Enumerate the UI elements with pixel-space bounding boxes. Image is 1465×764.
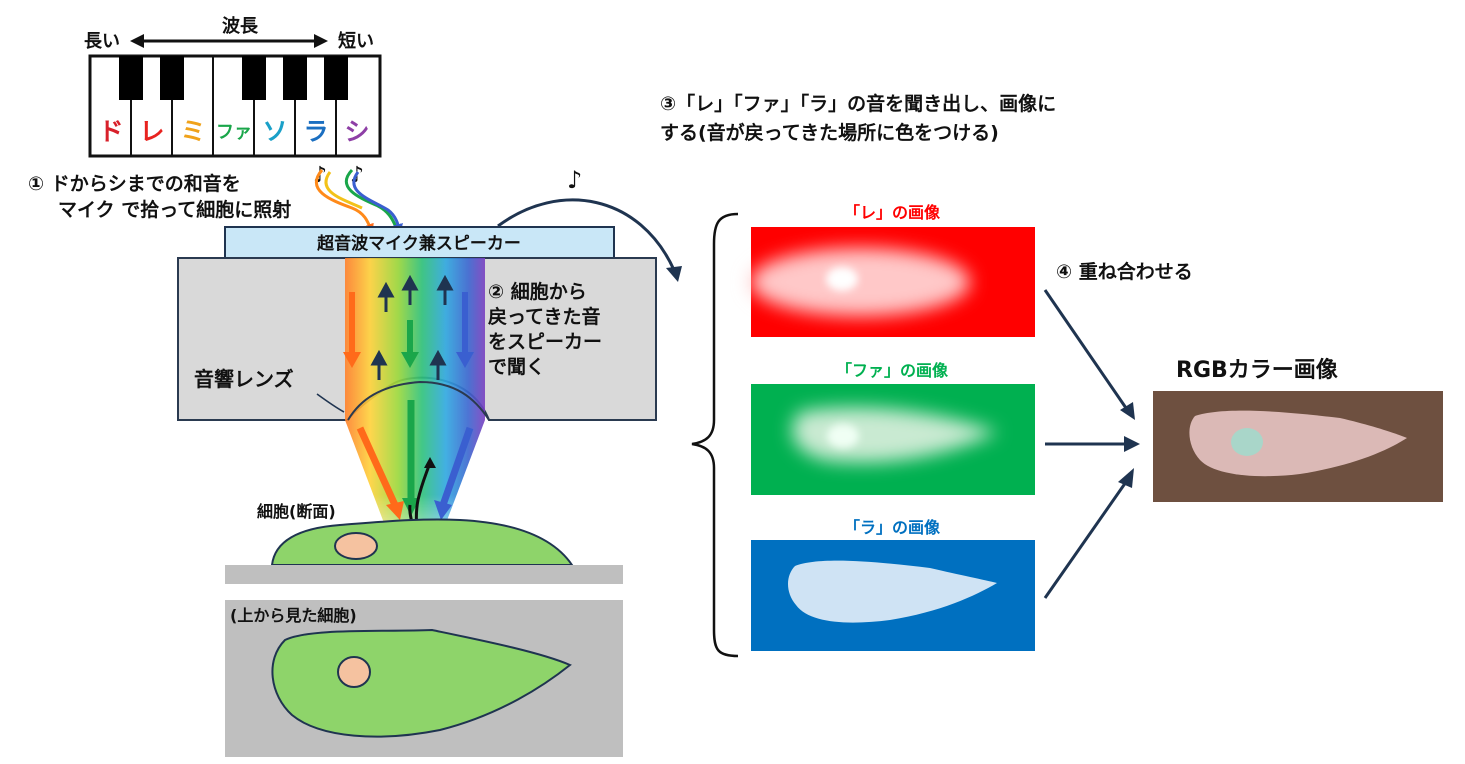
ra-image-cell bbox=[788, 560, 997, 623]
step3-line1: ③「レ」「ファ」「ラ」の音を聞き出し、画像に bbox=[660, 92, 1056, 115]
merge-arrow-from-re bbox=[1043, 289, 1128, 409]
merge-arrows: ④ 重ね合わせる bbox=[1043, 260, 1193, 599]
nucleus-top bbox=[337, 656, 371, 688]
fa-image-label: 「ファ」の画像 bbox=[836, 361, 949, 380]
step2-line1: ② 細胞から bbox=[488, 280, 587, 303]
key-label-ra: ラ bbox=[303, 117, 328, 146]
arrow-left-icon bbox=[130, 34, 144, 48]
rgb-image-cell bbox=[1189, 410, 1407, 477]
incoming-sound: ♪ ♪ bbox=[313, 163, 403, 234]
rgb-image-group: RGBカラー画像 bbox=[1153, 357, 1443, 502]
merge-arrow-head bbox=[1118, 468, 1134, 488]
step1-line1: ① ドからシまでの和音を bbox=[28, 172, 241, 195]
incoming-sound-arrow-orange bbox=[314, 169, 374, 234]
step4-label: ④ 重ね合わせる bbox=[1056, 260, 1193, 283]
cell-top-label: (上から見た細胞) bbox=[230, 606, 357, 625]
key-label-so: ソ bbox=[262, 117, 287, 146]
curly-brace bbox=[691, 212, 739, 658]
step3-text: ③「レ」「ファ」「ラ」の音を聞き出し、画像に する(音が戻ってきた場所に色をつけ… bbox=[660, 92, 1056, 144]
return-echo-arrow-head bbox=[424, 457, 436, 468]
step2-line3: をスピーカー bbox=[488, 331, 602, 353]
cell-section-label: 細胞(断面) bbox=[257, 502, 336, 521]
step1-text: ① ドからシまでの和音を マイク で拾って細胞に照射 bbox=[28, 172, 291, 221]
key-label-re: レ bbox=[139, 117, 164, 146]
down-arrow-head bbox=[343, 352, 361, 368]
down-arrow-head bbox=[456, 352, 474, 368]
step2-text: ② 細胞から 戻ってきた音 をスピーカー で聞く bbox=[488, 280, 602, 378]
converge-arrow-orange bbox=[356, 426, 399, 507]
re-image-nucleus bbox=[826, 267, 858, 291]
key-labels: ド レ ミ ファ ソ ラ シ bbox=[98, 117, 369, 146]
cell-top-view: (上から見た細胞) bbox=[225, 600, 623, 757]
key-label-fa: ファ bbox=[216, 122, 252, 143]
black-key bbox=[324, 56, 348, 100]
black-key bbox=[160, 56, 184, 100]
key-label-do: ド bbox=[98, 117, 123, 146]
re-image-cell-glow bbox=[750, 248, 970, 316]
merge-arrow-head bbox=[1124, 436, 1140, 452]
black-key bbox=[242, 56, 266, 100]
nucleus-section bbox=[334, 532, 378, 560]
key-label-mi: ミ bbox=[180, 117, 205, 146]
merge-arrow-from-ra bbox=[1043, 481, 1128, 599]
outgoing-sound-arrow-head bbox=[666, 266, 682, 282]
up-arrows bbox=[370, 274, 454, 380]
rgb-image-nucleus bbox=[1231, 428, 1263, 456]
cell-cross-section: 細胞(断面) bbox=[225, 502, 623, 584]
merge-arrow-head bbox=[1120, 402, 1135, 420]
black-keys bbox=[119, 56, 348, 100]
cell-top-shape bbox=[271, 628, 572, 738]
black-key bbox=[119, 56, 143, 100]
key-label-shi: シ bbox=[344, 117, 369, 146]
fa-image-nucleus bbox=[827, 424, 859, 448]
piano-keyboard: ド レ ミ ファ ソ ラ シ bbox=[88, 54, 382, 158]
transducer: 超音波マイク兼スピーカー bbox=[224, 226, 615, 259]
beam-arrows bbox=[343, 274, 474, 380]
fa-image-group: 「ファ」の画像 bbox=[751, 361, 1035, 495]
step2-line4: で聞く bbox=[488, 356, 545, 378]
arrow-right-icon bbox=[314, 34, 328, 48]
music-note-icon: ♪ bbox=[567, 166, 582, 194]
wavelength-long-label: 長い bbox=[84, 31, 120, 52]
step2-line2: 戻ってきた音 bbox=[488, 305, 600, 328]
black-key bbox=[283, 56, 307, 100]
re-image-label: 「レ」の画像 bbox=[844, 203, 941, 222]
ra-image-label: 「ラ」の画像 bbox=[844, 518, 941, 537]
lens-curve bbox=[347, 380, 490, 421]
lens-label-pointer bbox=[316, 393, 345, 413]
converge-arrow-blue bbox=[439, 426, 474, 507]
outgoing-sound: ♪ bbox=[497, 166, 682, 282]
wavelength-header: 波長 長い 短い bbox=[84, 15, 374, 52]
down-arrow-head bbox=[401, 352, 419, 368]
lens-label: 音響レンズ bbox=[194, 367, 294, 391]
incoming-sound-arrow-yellow bbox=[324, 171, 363, 210]
fa-image-cell bbox=[792, 407, 998, 463]
converge-arrow-head bbox=[434, 500, 452, 520]
substrate bbox=[225, 565, 623, 584]
cell-section-shape bbox=[270, 518, 574, 566]
rgb-image-label: RGBカラー画像 bbox=[1176, 357, 1339, 383]
transducer-label: 超音波マイク兼スピーカー bbox=[317, 233, 521, 254]
step1-line2: マイク で拾って細胞に照射 bbox=[58, 198, 291, 221]
wavelength-short-label: 短い bbox=[338, 30, 374, 52]
incoming-sound-arrow-blue bbox=[352, 171, 403, 234]
converge-arrow-head bbox=[386, 501, 404, 520]
re-image-group: 「レ」の画像 bbox=[750, 203, 1035, 337]
outgoing-sound-arrow bbox=[497, 198, 676, 271]
step3-line2: する(音が戻ってきた場所に色をつける) bbox=[660, 121, 999, 144]
wavelength-title: 波長 bbox=[222, 15, 259, 37]
ra-image-group: 「ラ」の画像 bbox=[751, 518, 1035, 651]
